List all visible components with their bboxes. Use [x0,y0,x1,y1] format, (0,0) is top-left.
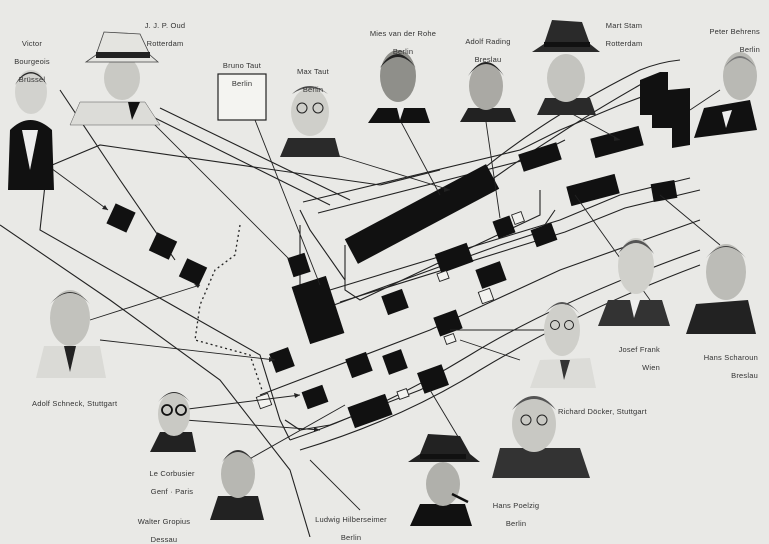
label-hilberseimer-name: Ludwig Hilberseimer [315,515,387,524]
label-corbusier: Le Corbusier Genf · Paris [140,460,204,496]
label-poelzig: Hans Poelzig Berlin [476,492,556,528]
label-frank-city: Wien [642,363,660,372]
label-bourgeois-city: Brüssel [19,75,45,84]
label-bourgeois-name: Victor [22,39,42,48]
label-behrens: Peter Behrens Berlin [690,18,760,54]
label-schneck: Adolf Schneck, Stuttgart [32,390,162,408]
label-scharoun-city: Breslau [731,371,758,380]
label-frank-name: Josef Frank [619,345,660,354]
label-rading-name: Adolf Rading [465,37,510,46]
label-btaut-name: Bruno Taut [223,61,261,70]
label-docker-name: Richard Döcker, Stuttgart [558,407,647,416]
label-stam: Mart Stam Rotterdam [594,12,654,48]
label-oud-name: J. J. P. Oud [145,21,186,30]
label-btaut-city: Berlin [232,79,252,88]
label-mies: Mies van der Rohe Berlin [358,20,448,56]
label-docker: Richard Döcker, Stuttgart [558,398,688,416]
label-bourgeois-name2: Bourgeois [14,57,50,66]
label-stam-name: Mart Stam [606,21,642,30]
label-stam-city: Rotterdam [606,39,643,48]
label-oud-city: Rotterdam [147,39,184,48]
label-gropius-city: Dessau [151,535,178,544]
label-mtaut-city: Berlin [303,85,323,94]
label-behrens-city: Berlin [740,45,760,54]
label-hilberseimer-city: Berlin [341,533,361,542]
label-corbusier-city: Genf · Paris [151,487,193,496]
label-behrens-name: Peter Behrens [709,27,760,36]
label-corbusier-name: Le Corbusier [149,469,194,478]
label-poelzig-city: Berlin [506,519,526,528]
label-rading-city: Breslau [475,55,502,64]
label-scharoun: Hans Scharoun Breslau [686,344,758,380]
label-rading: Adolf Rading Breslau [452,28,524,64]
label-mies-city: Berlin [393,47,413,56]
label-gropius: Walter Gropius Dessau [126,508,202,544]
label-mtaut-name: Max Taut [297,67,329,76]
label-mtaut: Max Taut Berlin [288,58,338,94]
label-mies-name: Mies van der Rohe [370,29,436,38]
label-schneck-name: Adolf Schneck, Stuttgart [32,399,117,408]
label-gropius-name: Walter Gropius [138,517,191,526]
label-btaut: Bruno Taut Berlin [210,52,274,88]
label-oud: J. J. P. Oud Rotterdam [130,12,200,48]
label-poelzig-name: Hans Poelzig [493,501,540,510]
label-scharoun-name: Hans Scharoun [704,353,758,362]
label-frank: Josef Frank Wien [596,336,660,372]
label-bourgeois: Victor Bourgeois Brüssel [8,30,56,84]
